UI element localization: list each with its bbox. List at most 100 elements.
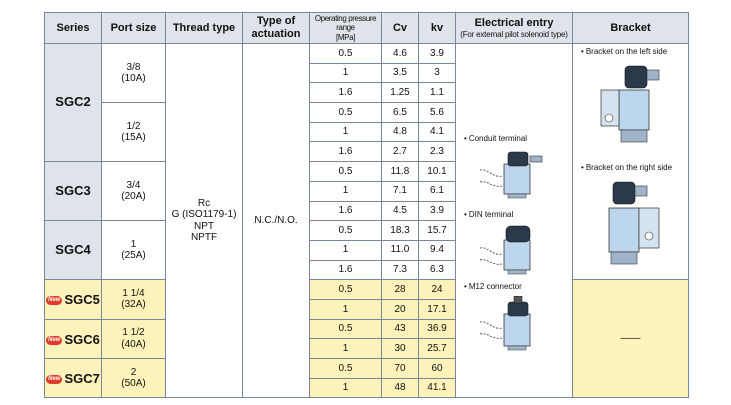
cv-cell: 2.7 [381, 141, 419, 163]
series-sgc4: SGC4 [44, 220, 102, 281]
series-sgc3: SGC3 [44, 161, 102, 222]
port-size-nominal: (50A) [121, 378, 146, 390]
pressure-cell: 1 [309, 298, 382, 320]
port-size-cell: 1 1/4(32A) [101, 279, 166, 320]
pressure-cell: 1.6 [309, 200, 382, 222]
header-actuation-line1: Type of [256, 15, 296, 28]
pressure-cell: 1 [309, 180, 382, 202]
cv-cell: 4.5 [381, 200, 419, 222]
port-size-value: 2 [130, 366, 137, 378]
elec-label-din: DIN terminal [468, 210, 514, 219]
pressure-cell: 1 [309, 239, 382, 261]
actuation-cell: N.C./N.O. [242, 42, 310, 399]
cv-cell: 4.6 [381, 43, 419, 64]
m12-connector-valve-image [479, 296, 531, 351]
port-size-cell: 1/2(15A) [101, 102, 166, 163]
kv-cell: 4.1 [418, 121, 456, 143]
kv-cell: 10.1 [418, 161, 456, 182]
pressure-cell: 1.6 [309, 82, 382, 104]
pressure-cell: 1 [309, 121, 382, 143]
thread-nptf: NPTF [190, 232, 218, 244]
cv-cell: 18.3 [381, 220, 419, 241]
port-size-nominal: (32A) [121, 299, 146, 311]
kv-cell: 24 [418, 279, 456, 300]
kv-cell: 60 [418, 358, 456, 379]
cv-cell: 43 [381, 318, 419, 340]
bracket-left-label: Bracket on the left side [585, 47, 668, 56]
pressure-cell: 1 [309, 377, 382, 399]
elec-caption-conduit: •Conduit terminal [464, 134, 527, 143]
thread-npt: NPT [194, 220, 214, 232]
series-sgc2: SGC2 [44, 42, 102, 163]
elec-label-m12: M12 connector [468, 282, 522, 291]
kv-cell: 6.3 [418, 259, 456, 281]
kv-cell: 2.3 [418, 141, 456, 163]
cv-cell: 28 [381, 279, 419, 300]
cv-cell: 4.8 [381, 121, 419, 143]
header-thread-type: Thread type [165, 12, 243, 44]
cv-cell: 1.25 [381, 82, 419, 104]
pressure-cell: 0.5 [309, 220, 382, 241]
din-terminal-valve-image [479, 225, 531, 275]
pressure-cell: 1.6 [309, 141, 382, 163]
valve-bracket-right-image [608, 181, 660, 265]
series-name: SGC7 [64, 371, 100, 387]
kv-cell: 41.1 [418, 377, 456, 399]
cv-cell: 48 [381, 377, 419, 399]
header-kv: kv [418, 12, 456, 44]
header-pressure-line1: Operating pressure range [314, 14, 377, 33]
port-size-nominal: (20A) [121, 191, 146, 203]
header-actuation-line2: actuation [251, 28, 301, 40]
cv-cell: 20 [381, 298, 419, 320]
kv-cell: 25.7 [418, 338, 456, 359]
port-size-cell: 1 1/2(40A) [101, 318, 166, 360]
bracket-cell: •Bracket on the left side •Bracket on th… [572, 42, 689, 281]
pressure-cell: 1 [309, 62, 382, 84]
bracket-none-cell: —— [572, 279, 689, 399]
new-badge: New [46, 335, 63, 345]
header-pressure-line2: [MPa] [336, 32, 355, 42]
bracket-none-dash: —— [620, 333, 641, 345]
cv-cell: 7.1 [381, 180, 419, 202]
port-size-cell: 3/8(10A) [101, 42, 166, 104]
port-size-nominal: (40A) [121, 338, 146, 350]
bracket-caption-right: •Bracket on the right side [581, 163, 672, 172]
header-pressure: Operating pressure range[MPa] [309, 12, 382, 44]
elec-caption-din: •DIN terminal [464, 210, 513, 219]
port-size-cell: 1(25A) [101, 220, 166, 281]
new-badge: New [46, 375, 63, 385]
kv-cell: 5.6 [418, 102, 456, 123]
bullet: • [464, 210, 467, 219]
bullet: • [464, 282, 467, 291]
pressure-cell: 0.5 [309, 279, 382, 300]
cv-cell: 70 [381, 358, 419, 379]
thread-g: G (ISO1179-1) [171, 209, 237, 221]
elec-label-conduit: Conduit terminal [468, 134, 528, 143]
conduit-terminal-valve-image [479, 151, 543, 199]
kv-cell: 15.7 [418, 220, 456, 241]
port-size-cell: 2(50A) [101, 357, 166, 399]
bracket-caption-left: •Bracket on the left side [581, 47, 667, 56]
bullet: • [581, 163, 584, 172]
port-size-nominal: (10A) [121, 73, 146, 85]
electrical-entry-cell: •Conduit terminal •DIN terminal [455, 42, 573, 399]
header-electrical-entry: Electrical entry(For external pilot sole… [455, 12, 573, 44]
pressure-cell: 0.5 [309, 102, 382, 123]
port-size-value: 1/2 [126, 120, 141, 132]
